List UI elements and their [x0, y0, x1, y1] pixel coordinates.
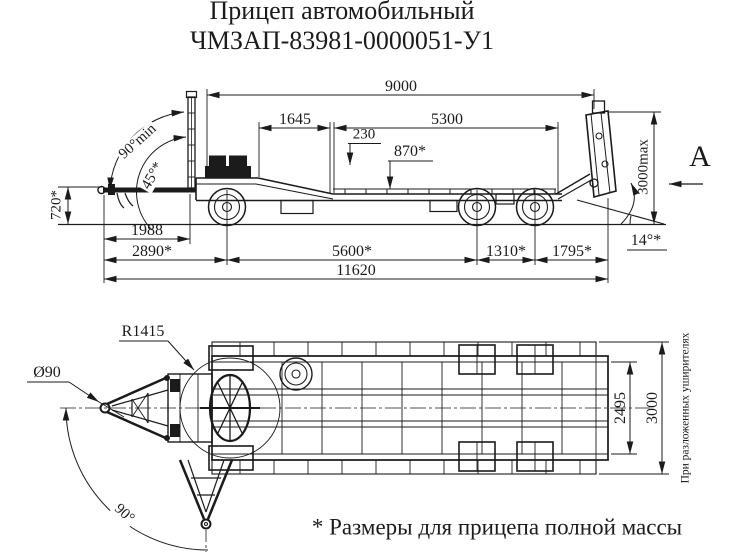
dim-overall-width: 3000 [644, 392, 661, 424]
footnote: * Размеры для прицепа полной массы [311, 514, 683, 540]
dim-front-deck: 1645 [279, 111, 311, 128]
side-view-linework [58, 90, 666, 227]
dim-ramp-angle: 14°* [630, 232, 662, 249]
dim-platform-width: 2495 [612, 392, 629, 424]
dim-overall-height: 3000max [635, 139, 652, 195]
dim-deck-height: 870* [394, 143, 426, 160]
view-label-a: А [689, 140, 711, 173]
dim-tandem: 1310* [486, 243, 526, 260]
dim-coupling-height: 720* [48, 190, 65, 220]
dim-overall-top: 9000 [385, 78, 417, 95]
dim-rear-overhang: 1795* [552, 243, 592, 260]
dim-eye-diameter: Ø90 [33, 364, 61, 381]
drawing-title-line1: Прицеп автомобильный [209, 0, 475, 25]
dim-step: 230 [352, 126, 376, 143]
dim-wheelbase: 5600* [332, 243, 372, 260]
wideners-note: При разложенных уширителях [679, 332, 692, 484]
top-view-dimensions [27, 340, 669, 551]
dim-swing-radius: R1415 [121, 323, 165, 340]
dim-front-axle: 2890* [132, 243, 172, 260]
drawing-title-line2: ЧМЗАП-83981-0000051-У1 [190, 26, 494, 55]
dim-main-deck: 5300 [431, 111, 463, 128]
dim-drawbar-length: 1988 [131, 222, 163, 239]
top-view-linework [60, 341, 650, 552]
dim-overall-length: 11620 [336, 262, 376, 279]
